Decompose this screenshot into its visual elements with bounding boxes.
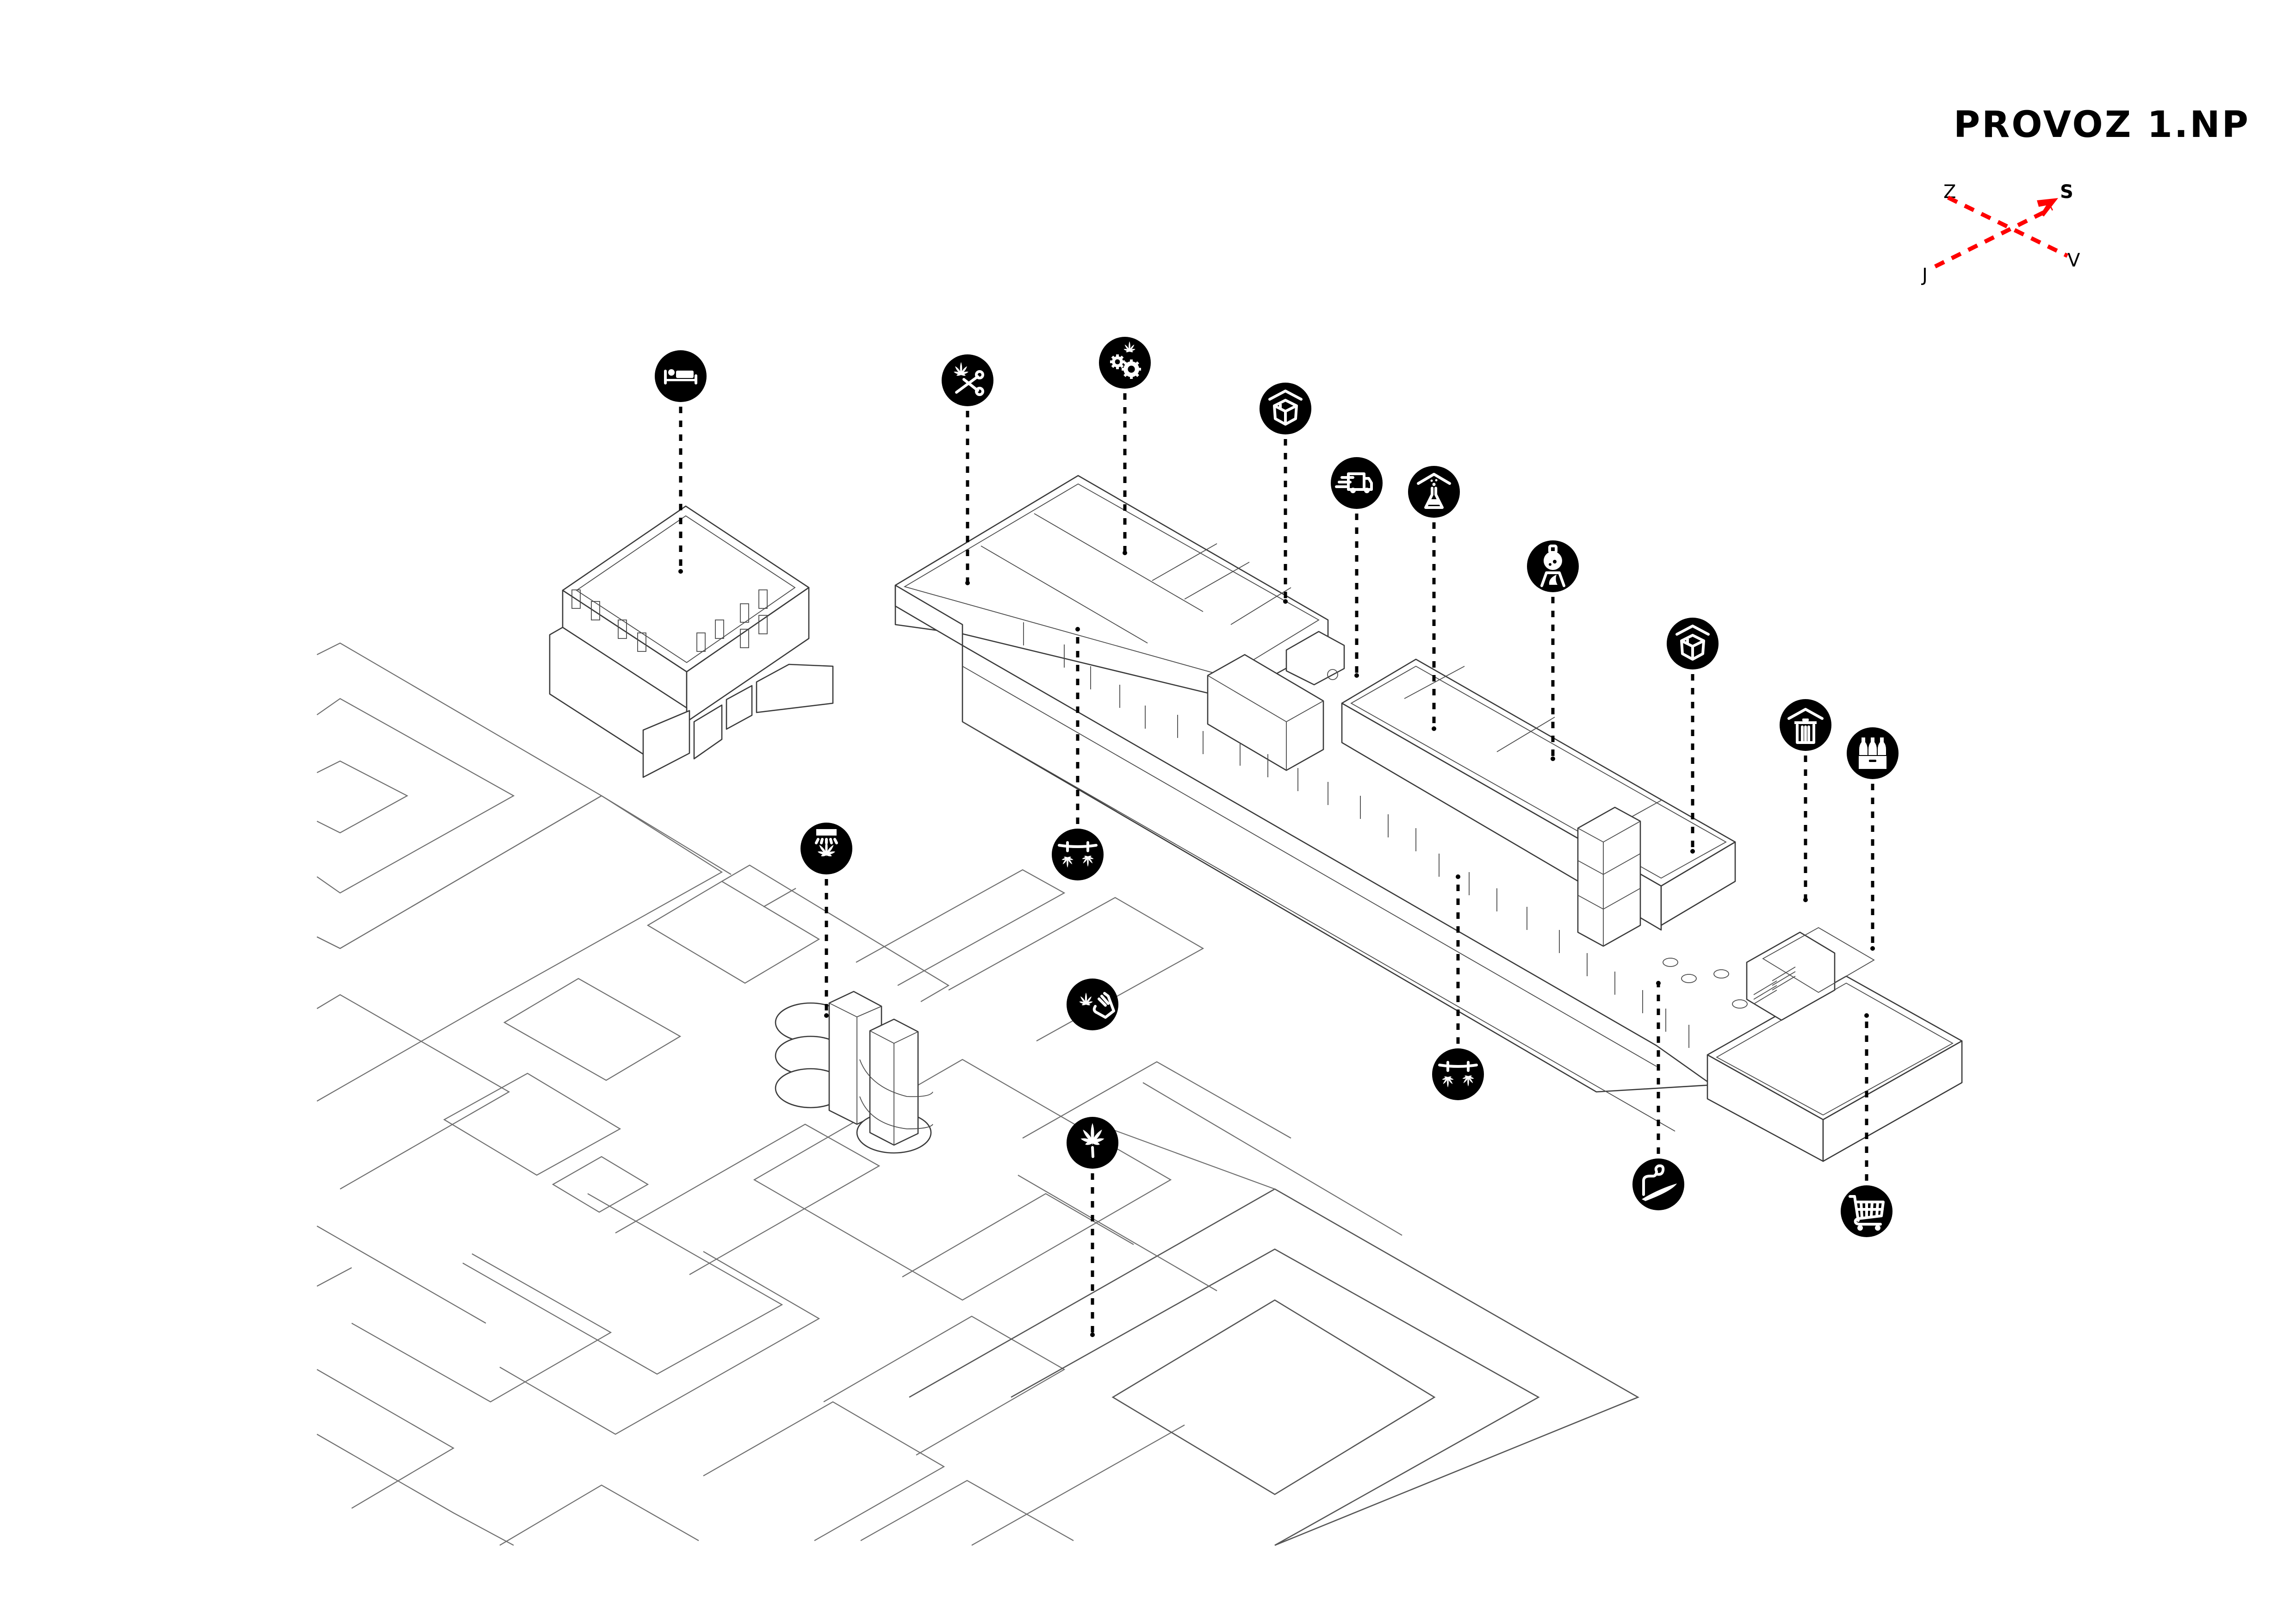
leader-end-dot bbox=[1656, 981, 1661, 985]
leader-end-dot bbox=[1123, 551, 1127, 555]
marker-shop[interactable] bbox=[1841, 1185, 1893, 1237]
accommodation-building bbox=[549, 505, 834, 778]
compass-south-label: J bbox=[1922, 265, 1928, 286]
function-markers bbox=[655, 337, 1899, 1237]
leader-end-dot bbox=[965, 581, 970, 585]
leader-end-dot bbox=[1075, 627, 1080, 632]
flask-burner-icon bbox=[1540, 545, 1565, 587]
marker-disc bbox=[1432, 1048, 1484, 1100]
marker-drying-1[interactable] bbox=[1052, 829, 1104, 880]
leader-end-dot bbox=[1803, 898, 1808, 902]
hanging-cannabis-icon bbox=[1058, 841, 1098, 868]
production-building bbox=[894, 475, 1963, 1162]
delivery-truck-icon bbox=[1335, 472, 1373, 493]
cannabis-leaf-icon bbox=[1080, 1123, 1105, 1158]
marker-processing[interactable] bbox=[1099, 337, 1151, 389]
marker-harvest[interactable] bbox=[1067, 979, 1118, 1030]
marker-disc bbox=[1780, 699, 1831, 751]
leader-end-dot bbox=[1870, 946, 1875, 951]
leader-end-dot bbox=[1864, 1013, 1869, 1018]
marker-cultivation[interactable] bbox=[1067, 1117, 1118, 1169]
plaza-outer bbox=[909, 1188, 1639, 1546]
delivery-van bbox=[1285, 631, 1345, 686]
marker-disc bbox=[1331, 457, 1383, 509]
joint-smoke-icon bbox=[1642, 1164, 1677, 1201]
leader-end-dot bbox=[1432, 726, 1436, 731]
cannabis-scissors-icon bbox=[954, 362, 984, 396]
flask-shelter-icon bbox=[1417, 473, 1451, 509]
leader-end-dot bbox=[1551, 756, 1555, 761]
leader-end-dot bbox=[1456, 874, 1460, 879]
compass-west-east-line bbox=[1947, 195, 2068, 258]
page-title: PROVOZ 1.NP bbox=[1954, 104, 2250, 146]
marker-disc bbox=[1408, 466, 1460, 518]
bed-icon bbox=[664, 369, 697, 384]
leader-lines bbox=[678, 393, 1875, 1337]
leader-end-dot bbox=[1283, 599, 1288, 604]
marker-disc bbox=[942, 354, 993, 406]
storage-box-icon bbox=[1268, 390, 1303, 426]
marker-drying-2[interactable] bbox=[1432, 1048, 1484, 1100]
marker-disc bbox=[1667, 618, 1719, 669]
marker-bottling[interactable] bbox=[1847, 727, 1899, 779]
storage-box-icon bbox=[1675, 625, 1710, 661]
marker-smoking-lounge[interactable] bbox=[1632, 1158, 1684, 1210]
leader-end-dot bbox=[1090, 1332, 1095, 1337]
compass bbox=[1934, 195, 2068, 269]
compass-north-label: S bbox=[2060, 181, 2073, 203]
trash-shelter-icon bbox=[1787, 708, 1824, 744]
columns bbox=[1023, 622, 1689, 1048]
marker-waste[interactable] bbox=[1780, 699, 1831, 751]
marker-delivery[interactable] bbox=[1331, 457, 1383, 509]
leader-end-dot bbox=[1690, 849, 1695, 854]
plaza-inner bbox=[1111, 1299, 1436, 1495]
shopping-cart-icon bbox=[1849, 1195, 1885, 1231]
spiral-stair-feature bbox=[775, 991, 933, 1154]
north-arrow-icon bbox=[2037, 198, 2058, 217]
leader-end-dot bbox=[824, 1013, 829, 1018]
cannabis-gears-icon bbox=[1110, 341, 1141, 379]
hanging-cannabis-icon bbox=[1438, 1061, 1478, 1088]
hand-cannabis-icon bbox=[1079, 992, 1115, 1019]
marker-trimming[interactable] bbox=[942, 354, 993, 406]
ground-pattern bbox=[316, 642, 1639, 1546]
bottle-crate-icon bbox=[1859, 737, 1886, 769]
leader-end-dot bbox=[1354, 673, 1359, 678]
marker-grow-room[interactable] bbox=[800, 823, 852, 874]
marker-extraction-lab[interactable] bbox=[1527, 540, 1579, 592]
plaza-middle bbox=[1011, 1248, 1540, 1546]
leader-end-dot bbox=[678, 569, 683, 574]
marker-storage-1[interactable] bbox=[1260, 383, 1311, 434]
compass-south-north-line bbox=[1934, 206, 2054, 269]
marker-storage-2[interactable] bbox=[1667, 618, 1719, 669]
marker-disc bbox=[1052, 829, 1104, 880]
marker-accommodation[interactable] bbox=[655, 350, 707, 402]
compass-east-label: V bbox=[2067, 250, 2080, 271]
cafe-tables bbox=[1663, 958, 1748, 1009]
marker-lab-storage[interactable] bbox=[1408, 466, 1460, 518]
marker-disc bbox=[1260, 383, 1311, 434]
grow-light-cannabis-icon bbox=[815, 829, 838, 857]
